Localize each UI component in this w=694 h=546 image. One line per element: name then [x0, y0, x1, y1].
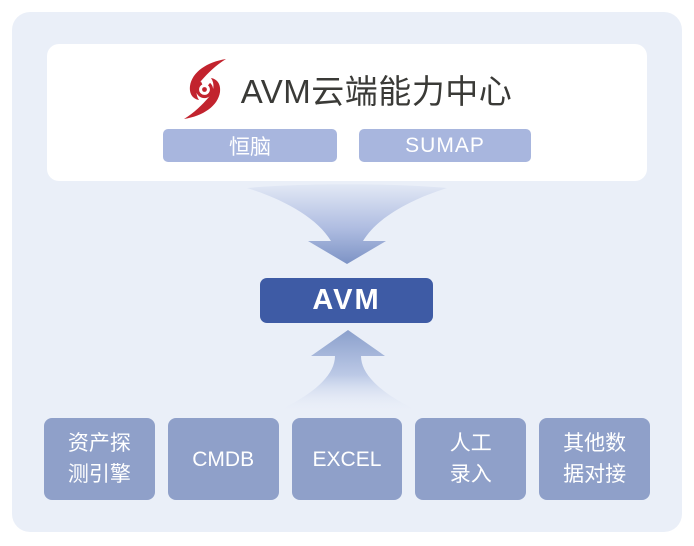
- diagram-panel: AVM云端能力中心 恒脑 SUMAP AVM 资产: [12, 12, 682, 532]
- flare-up-arrow-icon: [284, 330, 412, 412]
- cloud-capability-card: AVM云端能力中心 恒脑 SUMAP: [47, 44, 647, 181]
- source-box-manual-entry: 人工 录入: [415, 418, 527, 500]
- source-box-excel: EXCEL: [291, 418, 403, 500]
- card-buttons-row: 恒脑 SUMAP: [47, 129, 647, 162]
- card-title: AVM云端能力中心: [240, 73, 513, 110]
- card-title-row: AVM云端能力中心: [47, 57, 647, 121]
- source-box-asset-discovery-engine: 资产探 测引擎: [44, 418, 155, 500]
- avm-node-label: AVM: [312, 284, 381, 316]
- avm-node: AVM: [260, 278, 433, 323]
- brand-swirl-icon: [182, 58, 228, 120]
- source-box-other-data: 其他数 据对接: [539, 418, 650, 500]
- sources-row: 资产探 测引擎 CMDB EXCEL 人工 录入 其他数 据对接: [44, 418, 650, 500]
- hengnao-pill: 恒脑: [163, 129, 337, 162]
- sumap-pill: SUMAP: [359, 129, 531, 162]
- source-box-cmdb: CMDB: [167, 418, 279, 500]
- converge-down-arrow-icon: [247, 184, 447, 264]
